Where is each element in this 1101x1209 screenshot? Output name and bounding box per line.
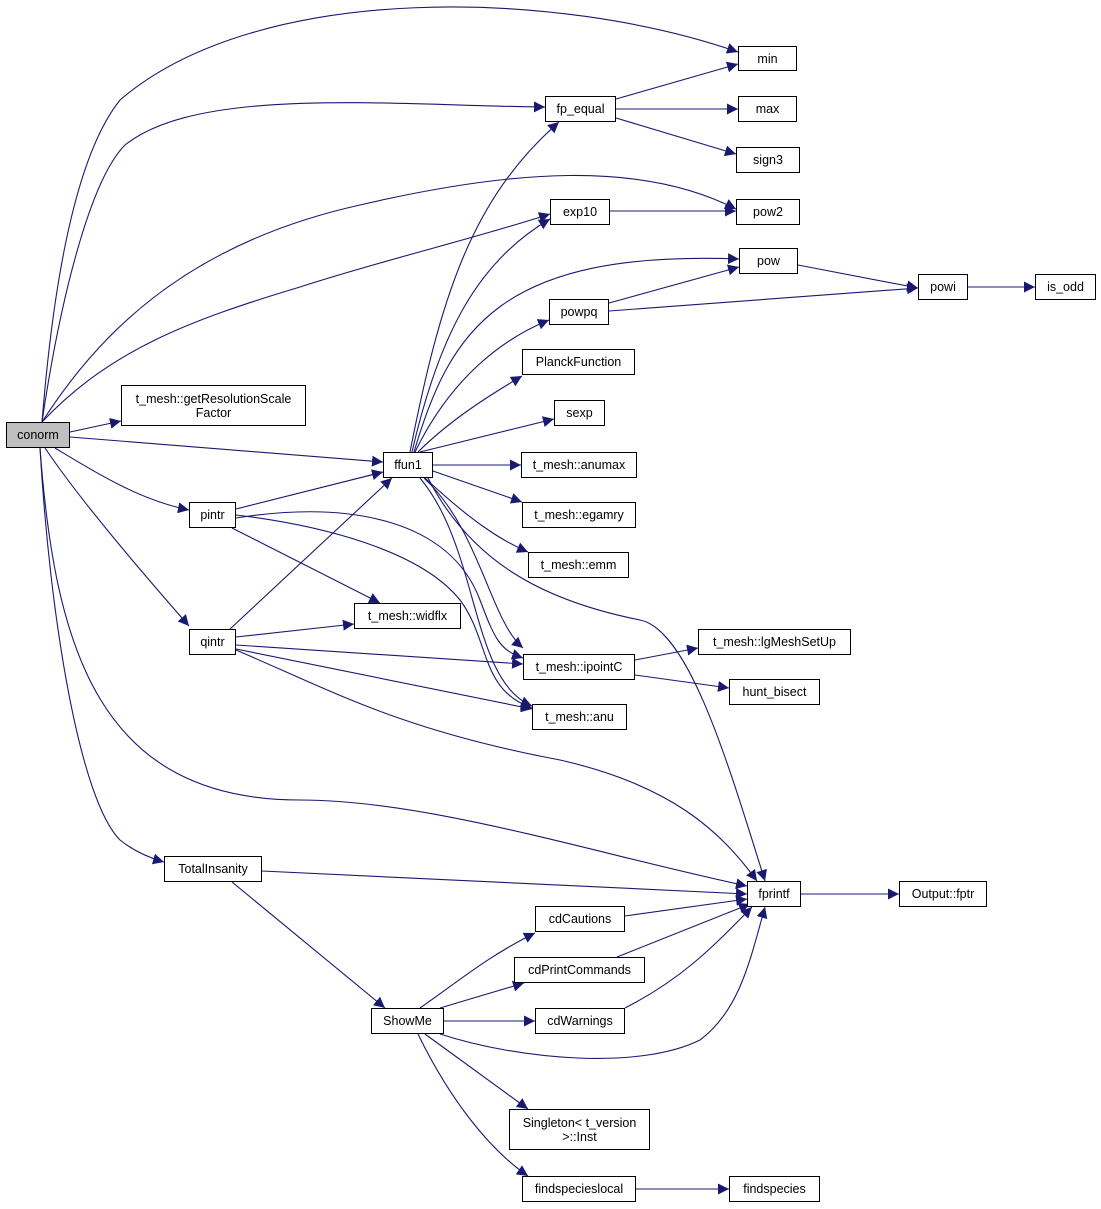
edge-ffun1-pow bbox=[413, 253, 740, 453]
node-ipointc[interactable]: t_mesh::ipointC bbox=[523, 654, 635, 680]
node-powi[interactable]: powi bbox=[918, 274, 968, 300]
edge-ffun1-emm bbox=[424, 477, 529, 553]
edge-qintr-widflx bbox=[235, 619, 355, 638]
node-showme[interactable]: ShowMe bbox=[371, 1008, 444, 1034]
node-ffun1[interactable]: ffun1 bbox=[383, 452, 433, 478]
edge-totalinsanity-fprintf bbox=[261, 870, 748, 899]
edge-conorm-min bbox=[41, 6, 739, 423]
edge-totalinsanity-showme bbox=[231, 881, 386, 1009]
edge-ipointc-hunt-bisect bbox=[634, 674, 730, 692]
node-fp-equal[interactable]: fp_equal bbox=[545, 96, 616, 122]
edge-ffun1-exp10 bbox=[411, 218, 551, 453]
edge-pow-powi bbox=[797, 264, 919, 292]
edge-cdwarnings-fprintf bbox=[624, 906, 753, 1009]
node-max[interactable]: max bbox=[738, 96, 797, 122]
node-qintr[interactable]: qintr bbox=[189, 629, 236, 655]
node-singleton-inst[interactable]: Singleton< t_version >::Inst bbox=[509, 1109, 650, 1150]
node-pintr[interactable]: pintr bbox=[189, 502, 236, 528]
node-hunt-bisect[interactable]: hunt_bisect bbox=[729, 679, 820, 705]
edge-ffun1-fp-equal bbox=[409, 121, 560, 453]
node-pow[interactable]: pow bbox=[739, 248, 798, 274]
node-lgmeshsetup[interactable]: t_mesh::lgMeshSetUp bbox=[698, 629, 851, 655]
edge-powpq-pow bbox=[608, 264, 740, 304]
edge-qintr-ipointc bbox=[235, 644, 524, 669]
node-cdprintcommands[interactable]: cdPrintCommands bbox=[514, 957, 645, 983]
node-widflx[interactable]: t_mesh::widflx bbox=[354, 603, 461, 629]
edge-pintr-widflx bbox=[231, 527, 381, 604]
edge-conorm-fp-equal bbox=[41, 101, 546, 423]
edge-pintr-anu bbox=[235, 514, 533, 710]
node-conorm: conorm bbox=[6, 422, 70, 448]
edge-conorm-pow2 bbox=[41, 174, 737, 423]
node-anumax[interactable]: t_mesh::anumax bbox=[521, 452, 637, 478]
edge-conorm-getresolution bbox=[69, 417, 122, 433]
edge-ffun1-planckfunction bbox=[417, 375, 523, 453]
edge-ipointc-lgmeshsetup bbox=[634, 644, 699, 661]
edge-conorm-pintr bbox=[54, 447, 190, 514]
edge-qintr-ffun1 bbox=[229, 477, 393, 630]
node-is-odd[interactable]: is_odd bbox=[1035, 274, 1096, 300]
node-powpq[interactable]: powpq bbox=[549, 299, 609, 325]
edge-showme-cdcautions bbox=[419, 932, 536, 1009]
edge-pintr-ipointc bbox=[235, 511, 524, 660]
edge-powpq-powi bbox=[608, 283, 919, 312]
edge-conorm-fprintf bbox=[39, 447, 748, 890]
edge-ffun1-sexp bbox=[419, 416, 555, 453]
node-cdwarnings[interactable]: cdWarnings bbox=[535, 1008, 625, 1034]
edge-ffun1-fprintf bbox=[427, 477, 767, 882]
edge-showme-cdprintcommands bbox=[439, 980, 525, 1009]
edge-cdcautions-fprintf bbox=[624, 895, 748, 917]
node-sign3[interactable]: sign3 bbox=[736, 147, 800, 173]
node-planckfunction[interactable]: PlanckFunction bbox=[522, 349, 635, 375]
edge-showme-singleton bbox=[424, 1033, 529, 1110]
edge-fp-equal-min bbox=[615, 61, 739, 100]
edge-ffun1-powpq bbox=[414, 319, 550, 453]
node-pow2[interactable]: pow2 bbox=[736, 199, 800, 225]
edge-fp-equal-sign3 bbox=[615, 117, 737, 157]
node-min[interactable]: min bbox=[738, 46, 797, 71]
node-anu[interactable]: t_mesh::anu bbox=[532, 704, 627, 730]
node-sexp[interactable]: sexp bbox=[554, 400, 605, 426]
edge-showme-findspecieslocal bbox=[417, 1033, 529, 1177]
edge-cdprintcommands-fprintf bbox=[616, 902, 751, 958]
node-cdcautions[interactable]: cdCautions bbox=[535, 906, 625, 932]
edge-qintr-anu bbox=[235, 648, 533, 713]
edge-conorm-qintr bbox=[44, 447, 190, 627]
edge-showme-fprintf bbox=[439, 906, 768, 1059]
node-exp10[interactable]: exp10 bbox=[550, 199, 610, 225]
node-emm[interactable]: t_mesh::emm bbox=[528, 552, 629, 578]
node-totalinsanity[interactable]: TotalInsanity bbox=[164, 856, 262, 882]
edge-ffun1-anu bbox=[419, 477, 533, 707]
edge-conorm-ffun1 bbox=[69, 436, 384, 467]
node-findspecies[interactable]: findspecies bbox=[729, 1176, 820, 1202]
node-egamry[interactable]: t_mesh::egamry bbox=[522, 502, 636, 528]
node-getresolutionscalefactor[interactable]: t_mesh::getResolutionScale Factor bbox=[121, 385, 306, 426]
edge-pintr-ffun1 bbox=[235, 469, 384, 510]
edge-qintr-fprintf bbox=[235, 649, 758, 882]
edge-conorm-totalinsanity bbox=[39, 447, 165, 865]
node-fprintf[interactable]: fprintf bbox=[747, 881, 801, 907]
node-output-fptr[interactable]: Output::fptr bbox=[899, 881, 987, 907]
node-findspecieslocal[interactable]: findspecieslocal bbox=[522, 1176, 636, 1202]
edge-ffun1-egamry bbox=[429, 469, 523, 504]
edge-ffun1-ipointc bbox=[423, 477, 524, 649]
